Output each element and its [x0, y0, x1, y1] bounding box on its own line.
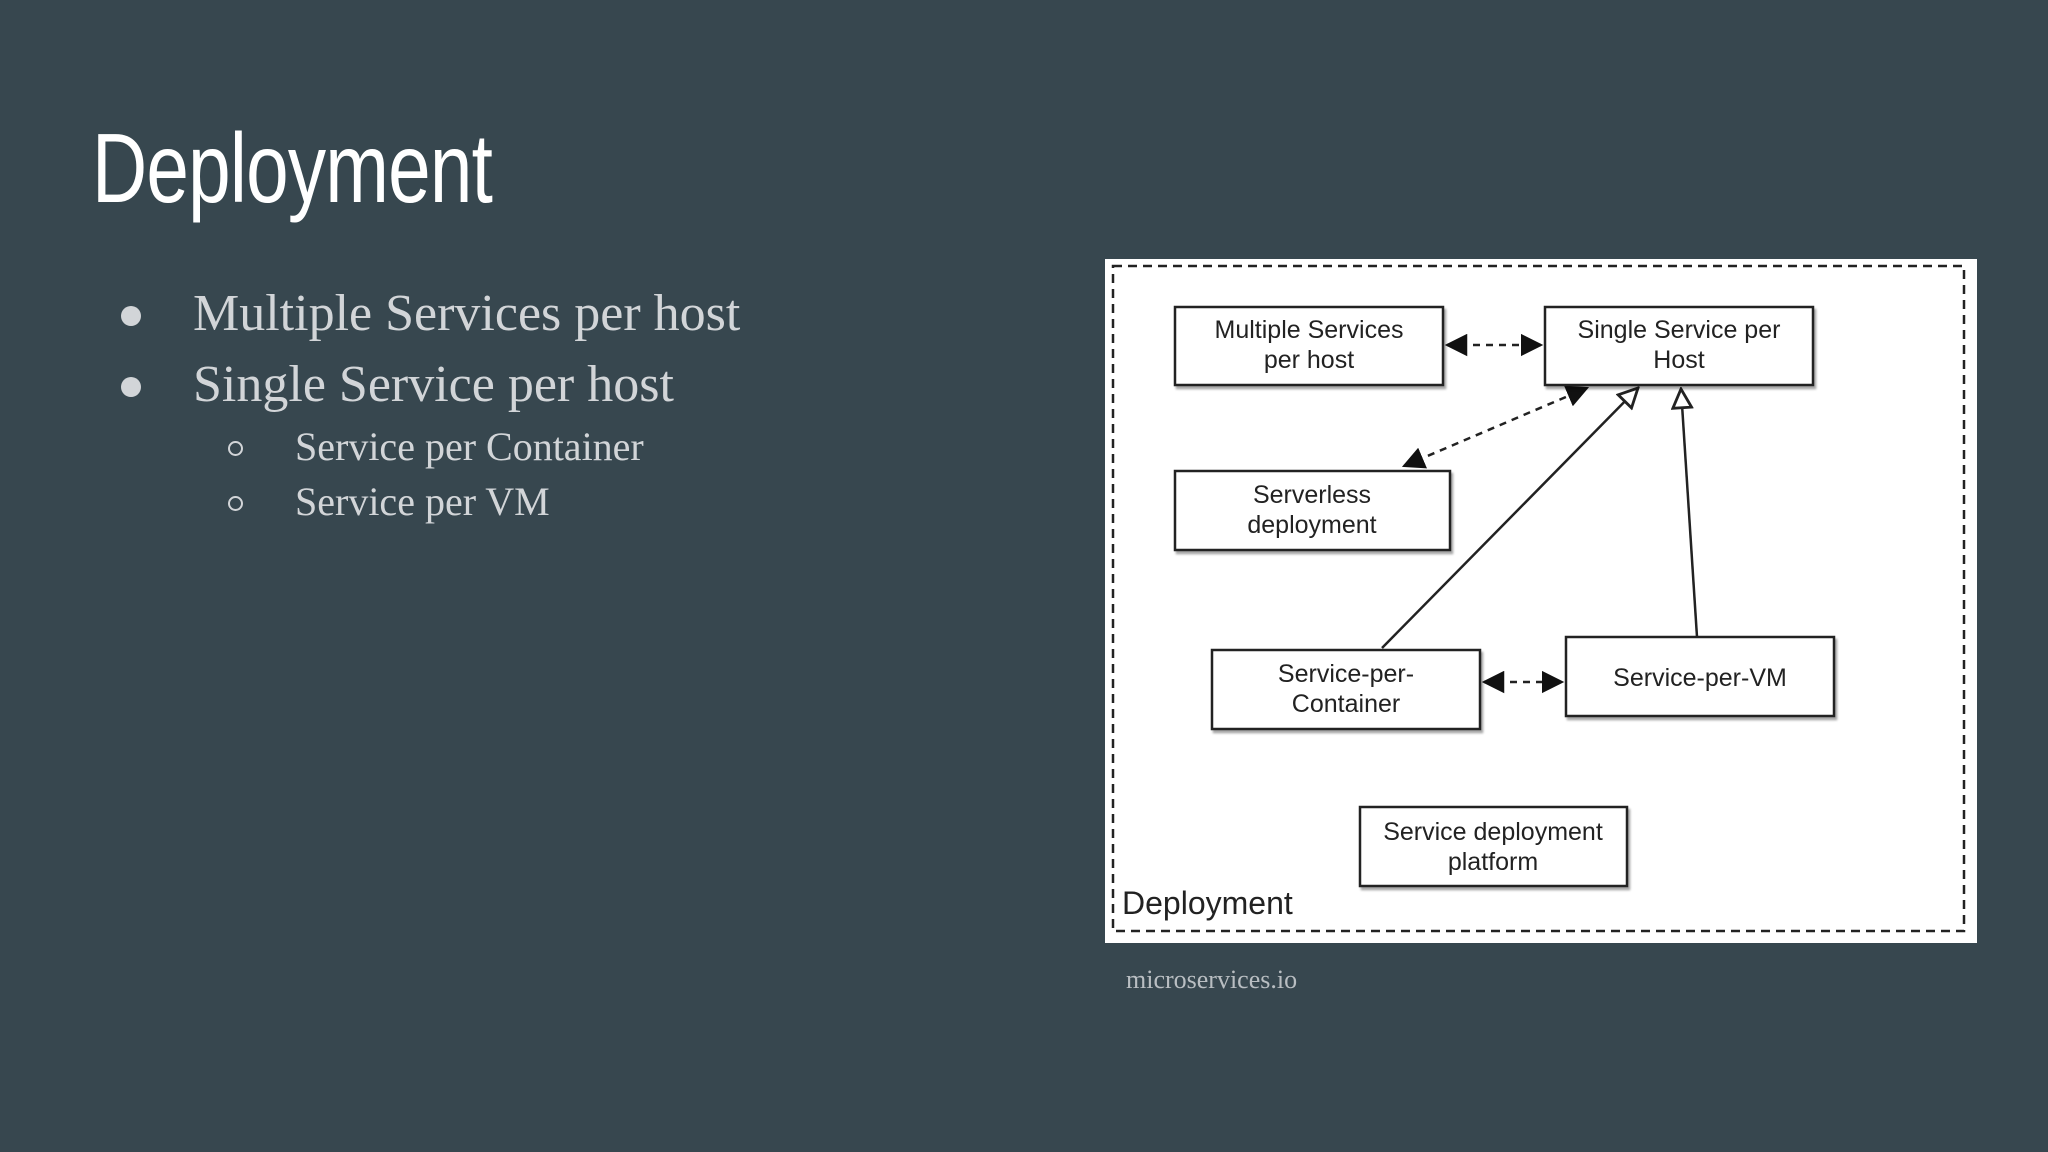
image-caption: microservices.io — [1126, 965, 1298, 994]
sub-bullet-item: Service per VM — [295, 479, 550, 524]
bullet-item: Multiple Services per host — [193, 285, 741, 342]
inheritance-arrow — [1381, 388, 1638, 649]
box-platform: Service deployment platform — [1358, 805, 1629, 888]
svg-text:Container: Container — [1292, 690, 1400, 718]
bullet-dot-icon — [121, 306, 141, 326]
sub-bullet-circle-icon — [228, 496, 243, 511]
svg-text:platform: platform — [1448, 848, 1538, 876]
svg-text:per host: per host — [1264, 346, 1354, 374]
svg-text:Service-per-VM: Service-per-VM — [1613, 664, 1787, 692]
sub-bullet-item: Service per Container — [295, 424, 644, 469]
bullet-item: Single Service per host — [193, 356, 674, 413]
frame-label: Deployment — [1122, 885, 1293, 921]
box-serverless: Serverless deployment — [1173, 469, 1452, 552]
svg-text:Service-per-: Service-per- — [1278, 660, 1414, 688]
svg-text:Multiple Services: Multiple Services — [1215, 316, 1404, 344]
slide-title: Deployment — [92, 113, 493, 223]
box-multiple-services: Multiple Services per host — [1173, 305, 1445, 387]
svg-text:Single Service per: Single Service per — [1578, 316, 1781, 344]
svg-text:deployment: deployment — [1247, 511, 1376, 539]
svg-text:Service deployment: Service deployment — [1383, 818, 1603, 846]
sub-bullet-circle-icon — [228, 441, 243, 456]
deployment-frame — [1111, 264, 1966, 933]
box-single-service: Single Service per Host — [1543, 305, 1815, 387]
inheritance-arrow — [1681, 389, 1699, 638]
box-service-per-container: Service-per- Container — [1210, 648, 1482, 731]
svg-text:Serverless: Serverless — [1253, 481, 1371, 509]
box-service-per-vm: Service-per-VM — [1564, 635, 1836, 718]
bullet-dot-icon — [121, 377, 141, 397]
svg-text:Host: Host — [1653, 346, 1704, 374]
